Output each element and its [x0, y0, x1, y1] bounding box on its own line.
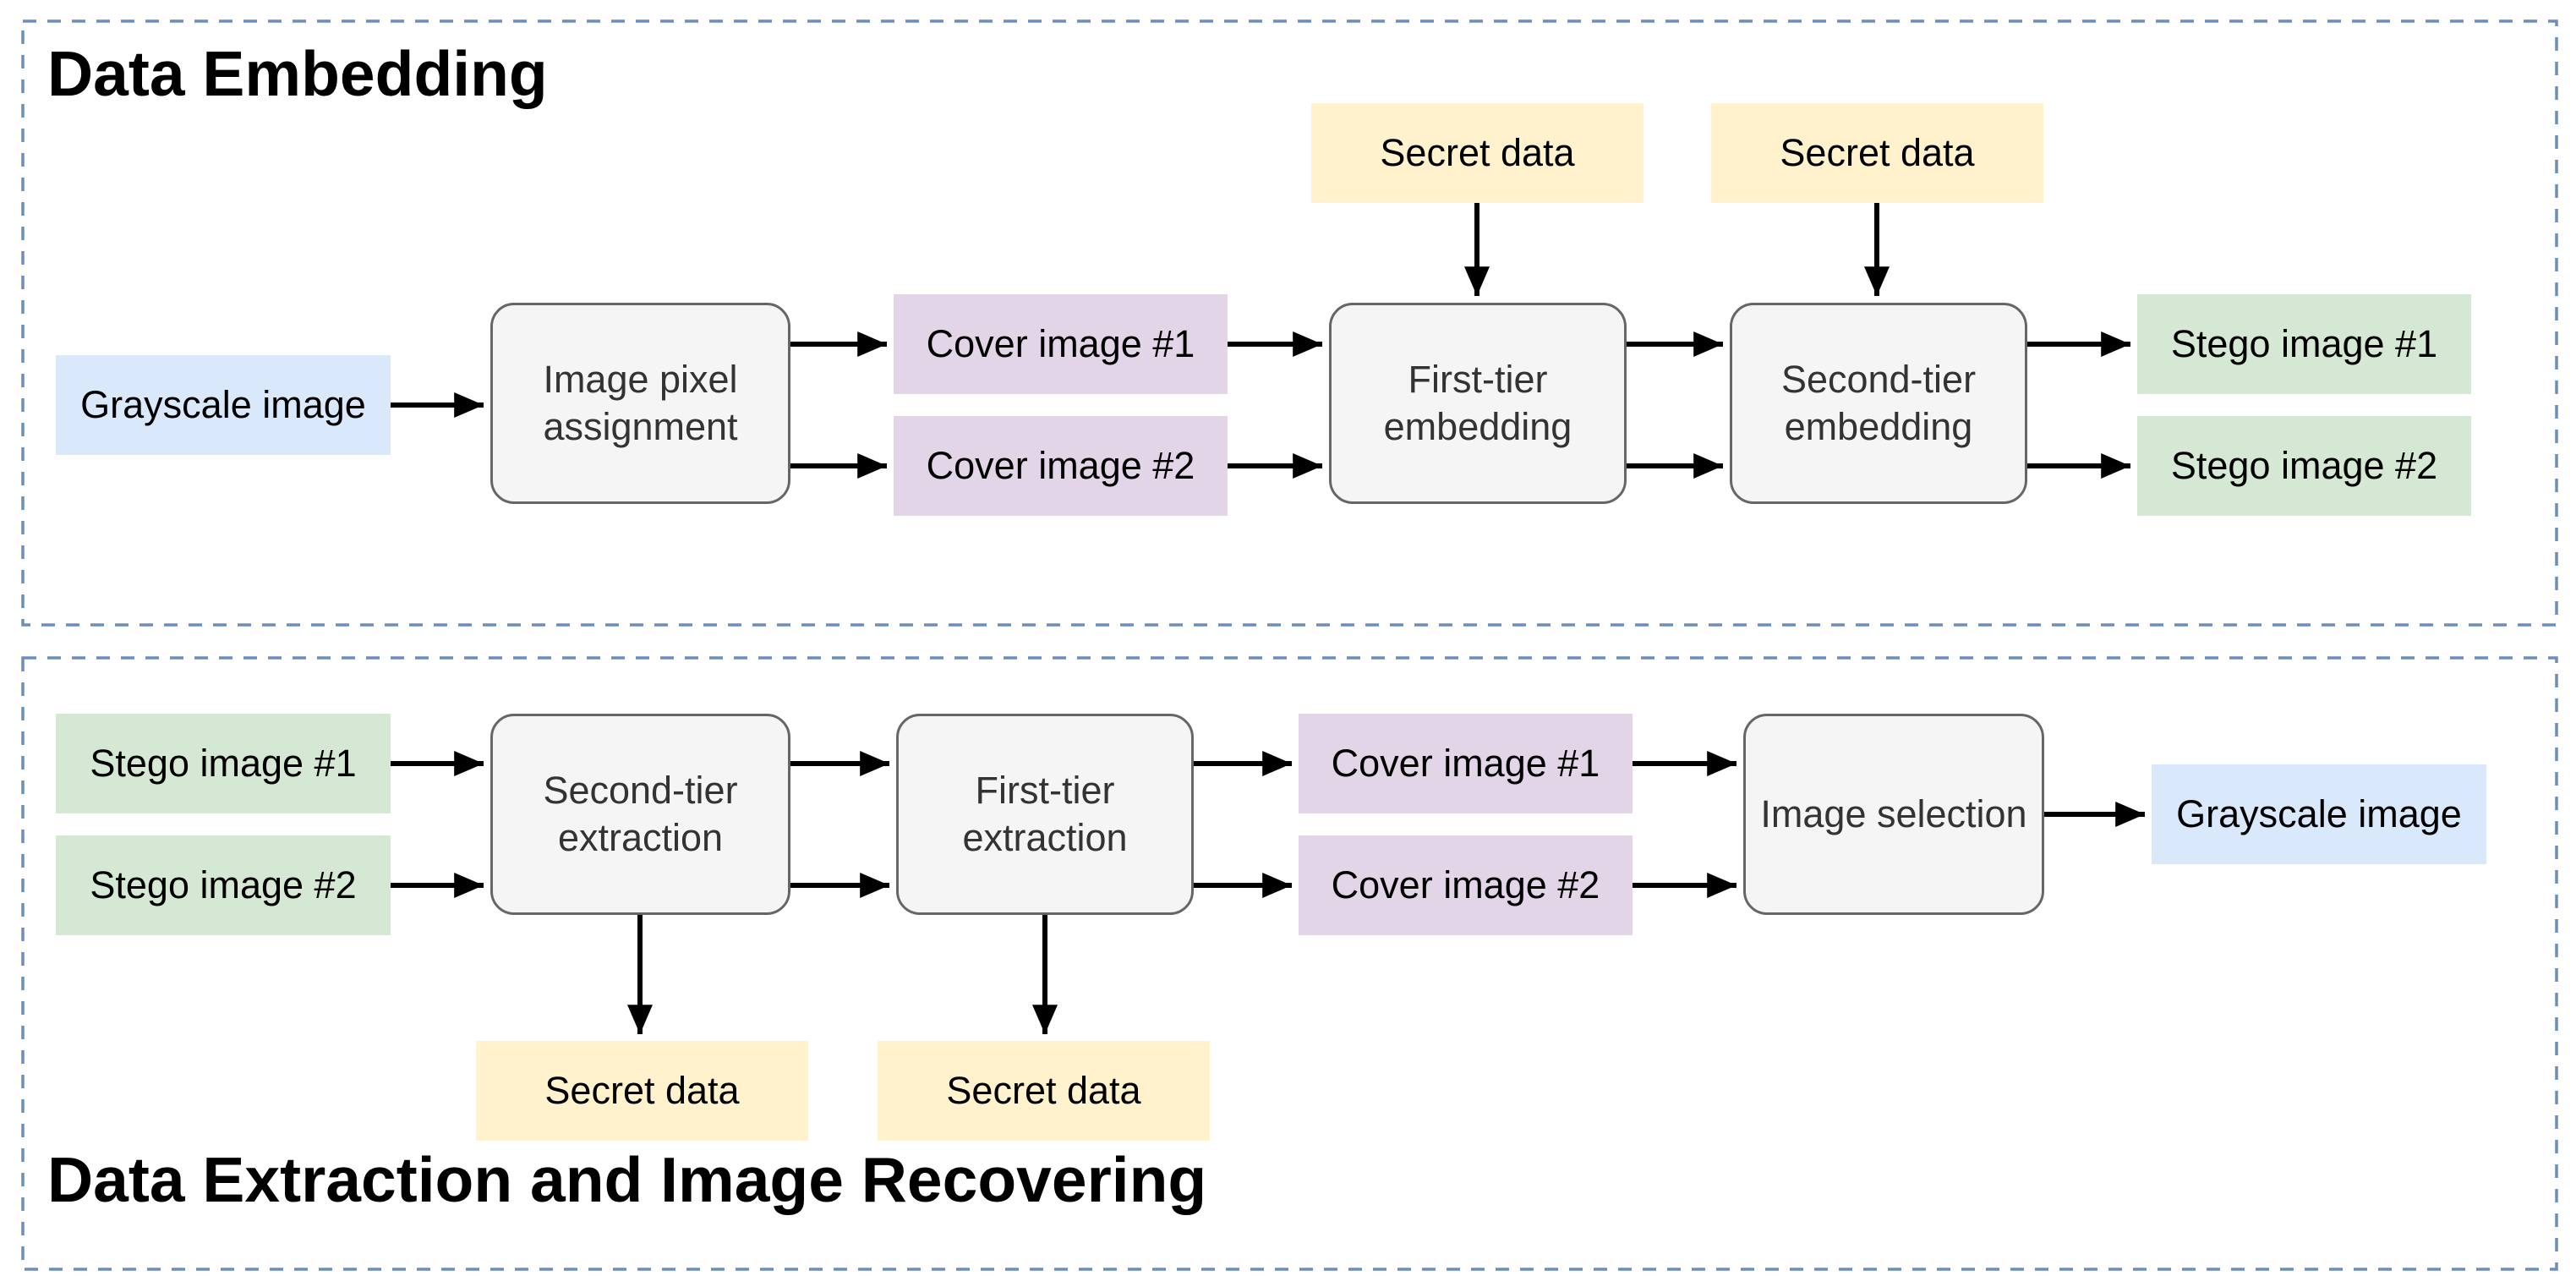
node-first-tier-embedding: First-tier embedding [1329, 303, 1627, 504]
section-title-extraction: Data Extraction and Image Recovering [47, 1144, 1207, 1215]
node-secret-data-second-tier: Secret data [1711, 103, 2043, 203]
node-stego-image-1-extraction: Stego image #1 [56, 714, 391, 813]
node-grayscale-image-input: Grayscale image [56, 355, 391, 455]
node-grayscale-image-output: Grayscale image [2152, 764, 2486, 864]
node-second-tier-extraction: Second-tier extraction [490, 714, 790, 915]
node-secret-data-first-tier: Secret data [1311, 103, 1643, 203]
node-cover-image-1-extraction: Cover image #1 [1299, 714, 1633, 813]
node-cover-image-2-extraction: Cover image #2 [1299, 835, 1633, 935]
node-image-pixel-assignment: Image pixel assignment [490, 303, 790, 504]
node-cover-image-2-embedding: Cover image #2 [894, 416, 1228, 516]
node-image-selection: Image selection [1743, 714, 2044, 915]
node-second-tier-embedding: Second-tier embedding [1730, 303, 2027, 504]
node-secret-data-first-tier-out: Secret data [878, 1041, 1210, 1141]
section-title-embedding: Data Embedding [47, 38, 548, 109]
node-stego-image-1-embedding: Stego image #1 [2137, 294, 2471, 394]
node-secret-data-second-tier-out: Secret data [476, 1041, 808, 1141]
node-stego-image-2-extraction: Stego image #2 [56, 835, 391, 935]
node-stego-image-2-embedding: Stego image #2 [2137, 416, 2471, 516]
node-cover-image-1-embedding: Cover image #1 [894, 294, 1228, 394]
node-first-tier-extraction: First-tier extraction [896, 714, 1194, 915]
